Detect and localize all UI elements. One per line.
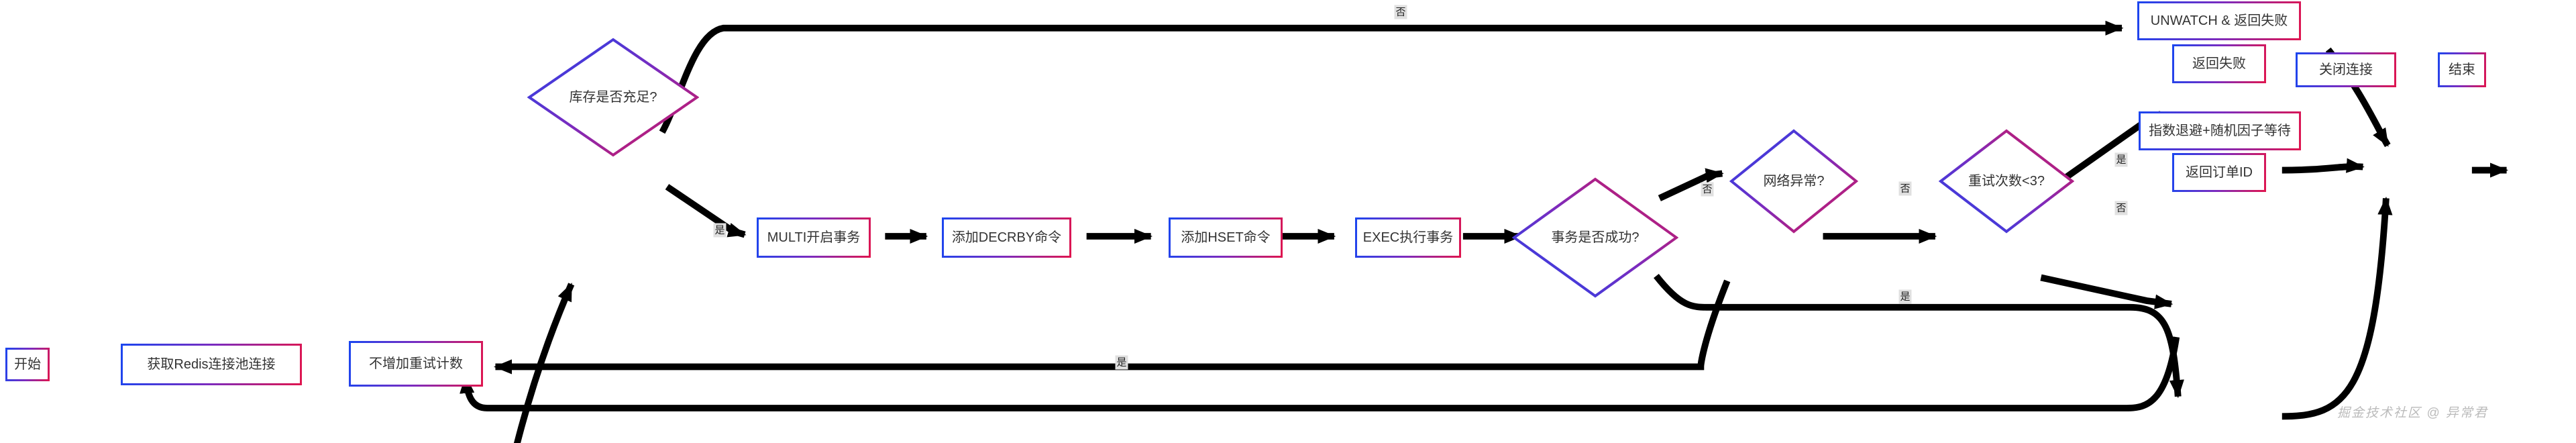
node-label: MULTI开启事务 xyxy=(767,230,861,245)
edge-label-tx-yes: 是 xyxy=(1898,289,1912,304)
node-label: 不增加重试计数 xyxy=(369,356,463,371)
node-start[interactable]: 开始 xyxy=(5,348,50,381)
node-close-connection[interactable]: 关闭连接 xyxy=(2296,52,2396,87)
edge-label-stock-yes: 是 xyxy=(713,223,727,238)
node-label: 指数退避+随机因子等待 xyxy=(2149,123,2291,138)
node-label: 结束 xyxy=(2449,62,2475,77)
diamond-shape xyxy=(1512,177,1678,298)
node-label: 开始 xyxy=(14,356,41,372)
edge-label-retry-no: 否 xyxy=(2114,201,2128,215)
node-retry-count-lt3-decision[interactable]: 重试次数<3? xyxy=(1939,129,2074,234)
node-exponential-backoff-wait[interactable]: 指数退避+随机因子等待 xyxy=(2139,111,2301,150)
node-transaction-success-decision[interactable]: 事务是否成功? xyxy=(1512,177,1678,298)
diamond-shape xyxy=(1939,129,2074,234)
node-label: 添加HSET命令 xyxy=(1181,230,1271,245)
node-end[interactable]: 结束 xyxy=(2438,52,2486,87)
node-return-failure[interactable]: 返回失败 xyxy=(2172,44,2266,83)
node-return-order-id[interactable]: 返回订单ID xyxy=(2172,153,2266,192)
node-label: 库存是否充足? xyxy=(569,89,657,105)
node-label: 添加DECRBY命令 xyxy=(951,230,1062,245)
node-add-decrby-command[interactable]: 添加DECRBY命令 xyxy=(942,217,1071,258)
node-get-redis-connection[interactable]: 获取Redis连接池连接 xyxy=(121,344,302,385)
node-label: EXEC执行事务 xyxy=(1362,230,1454,245)
edge-label-net-no: 否 xyxy=(1898,181,1912,196)
node-label: 获取Redis连接池连接 xyxy=(147,356,276,372)
node-label: 返回失败 xyxy=(2192,56,2246,71)
node-label: 返回订单ID xyxy=(2186,164,2253,180)
node-label: UNWATCH & 返回失败 xyxy=(2150,13,2288,28)
edge-label-stock-no: 否 xyxy=(1394,5,1407,19)
diamond-shape xyxy=(527,38,699,157)
edge-label-retry-yes: 是 xyxy=(2114,152,2128,167)
edge-label-tx-no: 否 xyxy=(1701,182,1714,197)
node-unwatch-return-failure[interactable]: UNWATCH & 返回失败 xyxy=(2137,1,2301,40)
node-stock-sufficient-decision[interactable]: 库存是否充足? xyxy=(527,38,699,157)
node-network-error-decision[interactable]: 网络异常? xyxy=(1729,129,1858,234)
node-label: 重试次数<3? xyxy=(1968,173,2045,189)
watermark: 掘金技术社区 @ 异常君 xyxy=(2337,406,2488,420)
node-label: 关闭连接 xyxy=(2319,62,2373,77)
edge-label-net-yes: 是 xyxy=(1115,355,1128,370)
node-add-hset-command[interactable]: 添加HSET命令 xyxy=(1169,217,1283,258)
diamond-shape xyxy=(1729,129,1858,234)
node-label: 网络异常? xyxy=(1763,173,1825,189)
node-exec-transaction[interactable]: EXEC执行事务 xyxy=(1355,217,1461,258)
node-no-increment-retry-count[interactable]: 不增加重试计数 xyxy=(349,341,483,387)
node-label: 事务是否成功? xyxy=(1551,230,1640,245)
node-multi-begin-transaction[interactable]: MULTI开启事务 xyxy=(757,217,871,258)
